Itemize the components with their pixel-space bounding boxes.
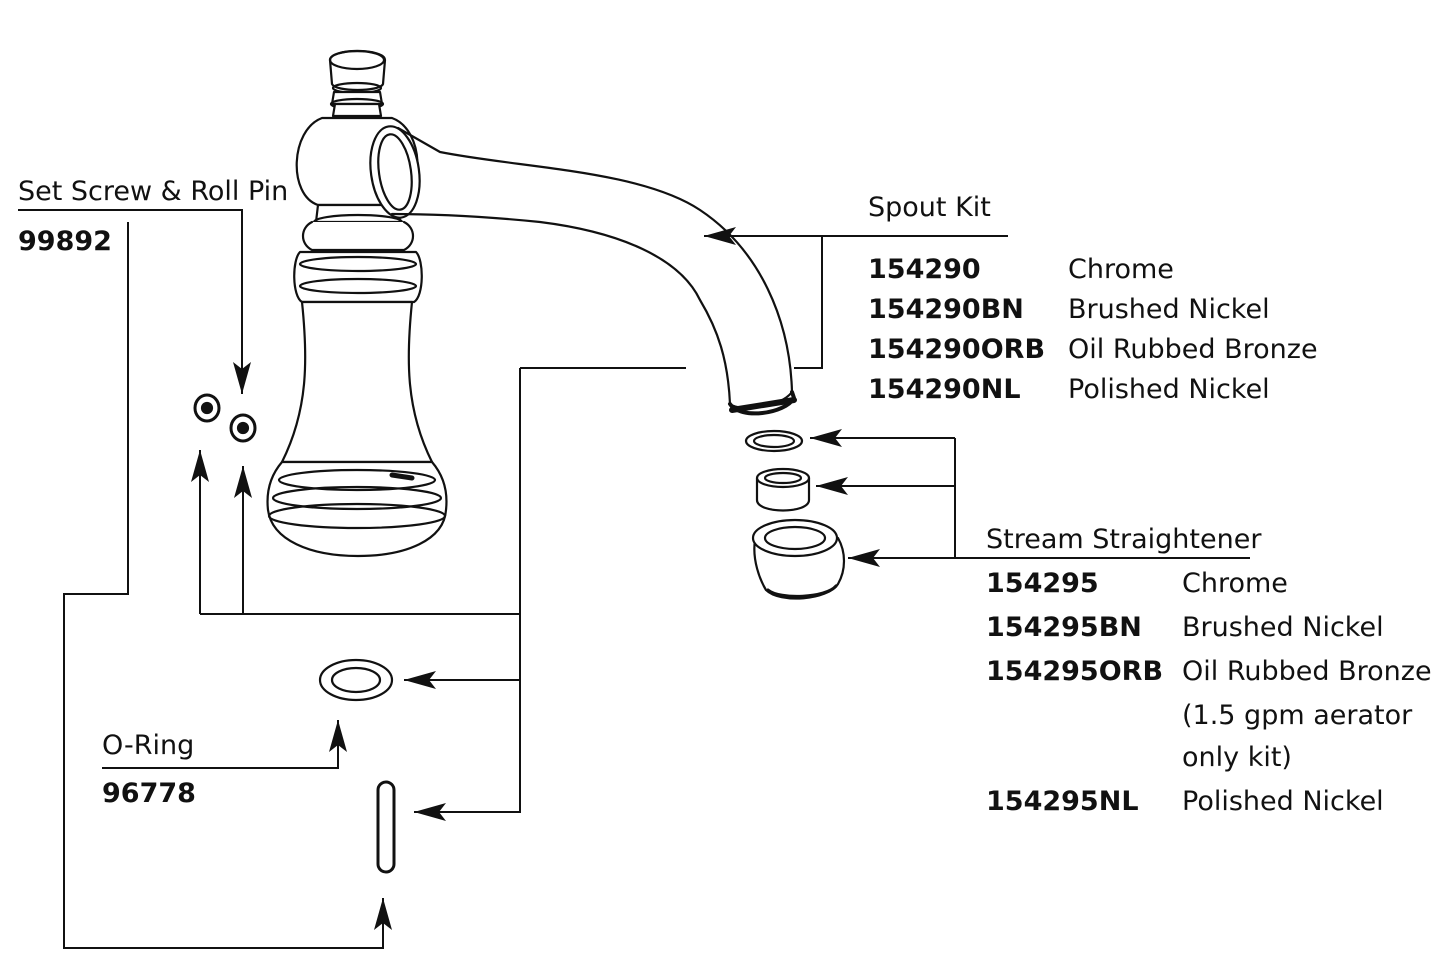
set-screw-part-number: 99892 <box>18 226 112 257</box>
o-ring-part-number: 96778 <box>102 778 196 809</box>
aerator-housing <box>751 518 846 600</box>
stream-straightener-note: (1.5 gpm aerator <box>1182 700 1413 731</box>
spout-kit-finish: Oil Rubbed Bronze <box>1068 334 1318 365</box>
set-screw-title: Set Screw & Roll Pin <box>18 176 289 207</box>
spout-kit-finish: Brushed Nickel <box>1068 294 1270 325</box>
set-screw-part <box>193 393 221 423</box>
o-ring-part <box>318 658 394 702</box>
stream-straightener-finish: Chrome <box>1182 568 1288 599</box>
leader-lines <box>18 209 1250 949</box>
roll-pin-part <box>229 413 257 443</box>
pin-part <box>376 780 396 874</box>
spout-kit-part-number: 154290 <box>868 254 981 285</box>
faucet-body <box>266 49 448 558</box>
spout-kit-title: Spout Kit <box>868 192 991 223</box>
stream-straightener-note: only kit) <box>1182 742 1292 773</box>
spout-kit-part-number: 154290ORB <box>868 334 1046 365</box>
washer-part <box>744 429 804 453</box>
stream-straightener-finish: Oil Rubbed Bronze <box>1182 656 1432 687</box>
spout-kit-finish: Chrome <box>1068 254 1174 285</box>
spout <box>369 125 797 416</box>
stream-straightener-insert <box>755 467 811 512</box>
stream-straightener-finish: Polished Nickel <box>1182 786 1384 817</box>
stream-straightener-part-number: 154295 <box>986 568 1099 599</box>
stream-straightener-part-number: 154295BN <box>986 612 1142 643</box>
stream-straightener-title: Stream Straightener <box>986 524 1262 555</box>
stream-straightener-part-number: 154295ORB <box>986 656 1164 687</box>
stream-straightener-part-number: 154295NL <box>986 786 1139 817</box>
spout-kit-part-number: 154290NL <box>868 374 1021 405</box>
o-ring-title: O-Ring <box>102 730 195 761</box>
spout-kit-finish: Polished Nickel <box>1068 374 1270 405</box>
spout-kit-part-number: 154290BN <box>868 294 1024 325</box>
stream-straightener-finish: Brushed Nickel <box>1182 612 1384 643</box>
